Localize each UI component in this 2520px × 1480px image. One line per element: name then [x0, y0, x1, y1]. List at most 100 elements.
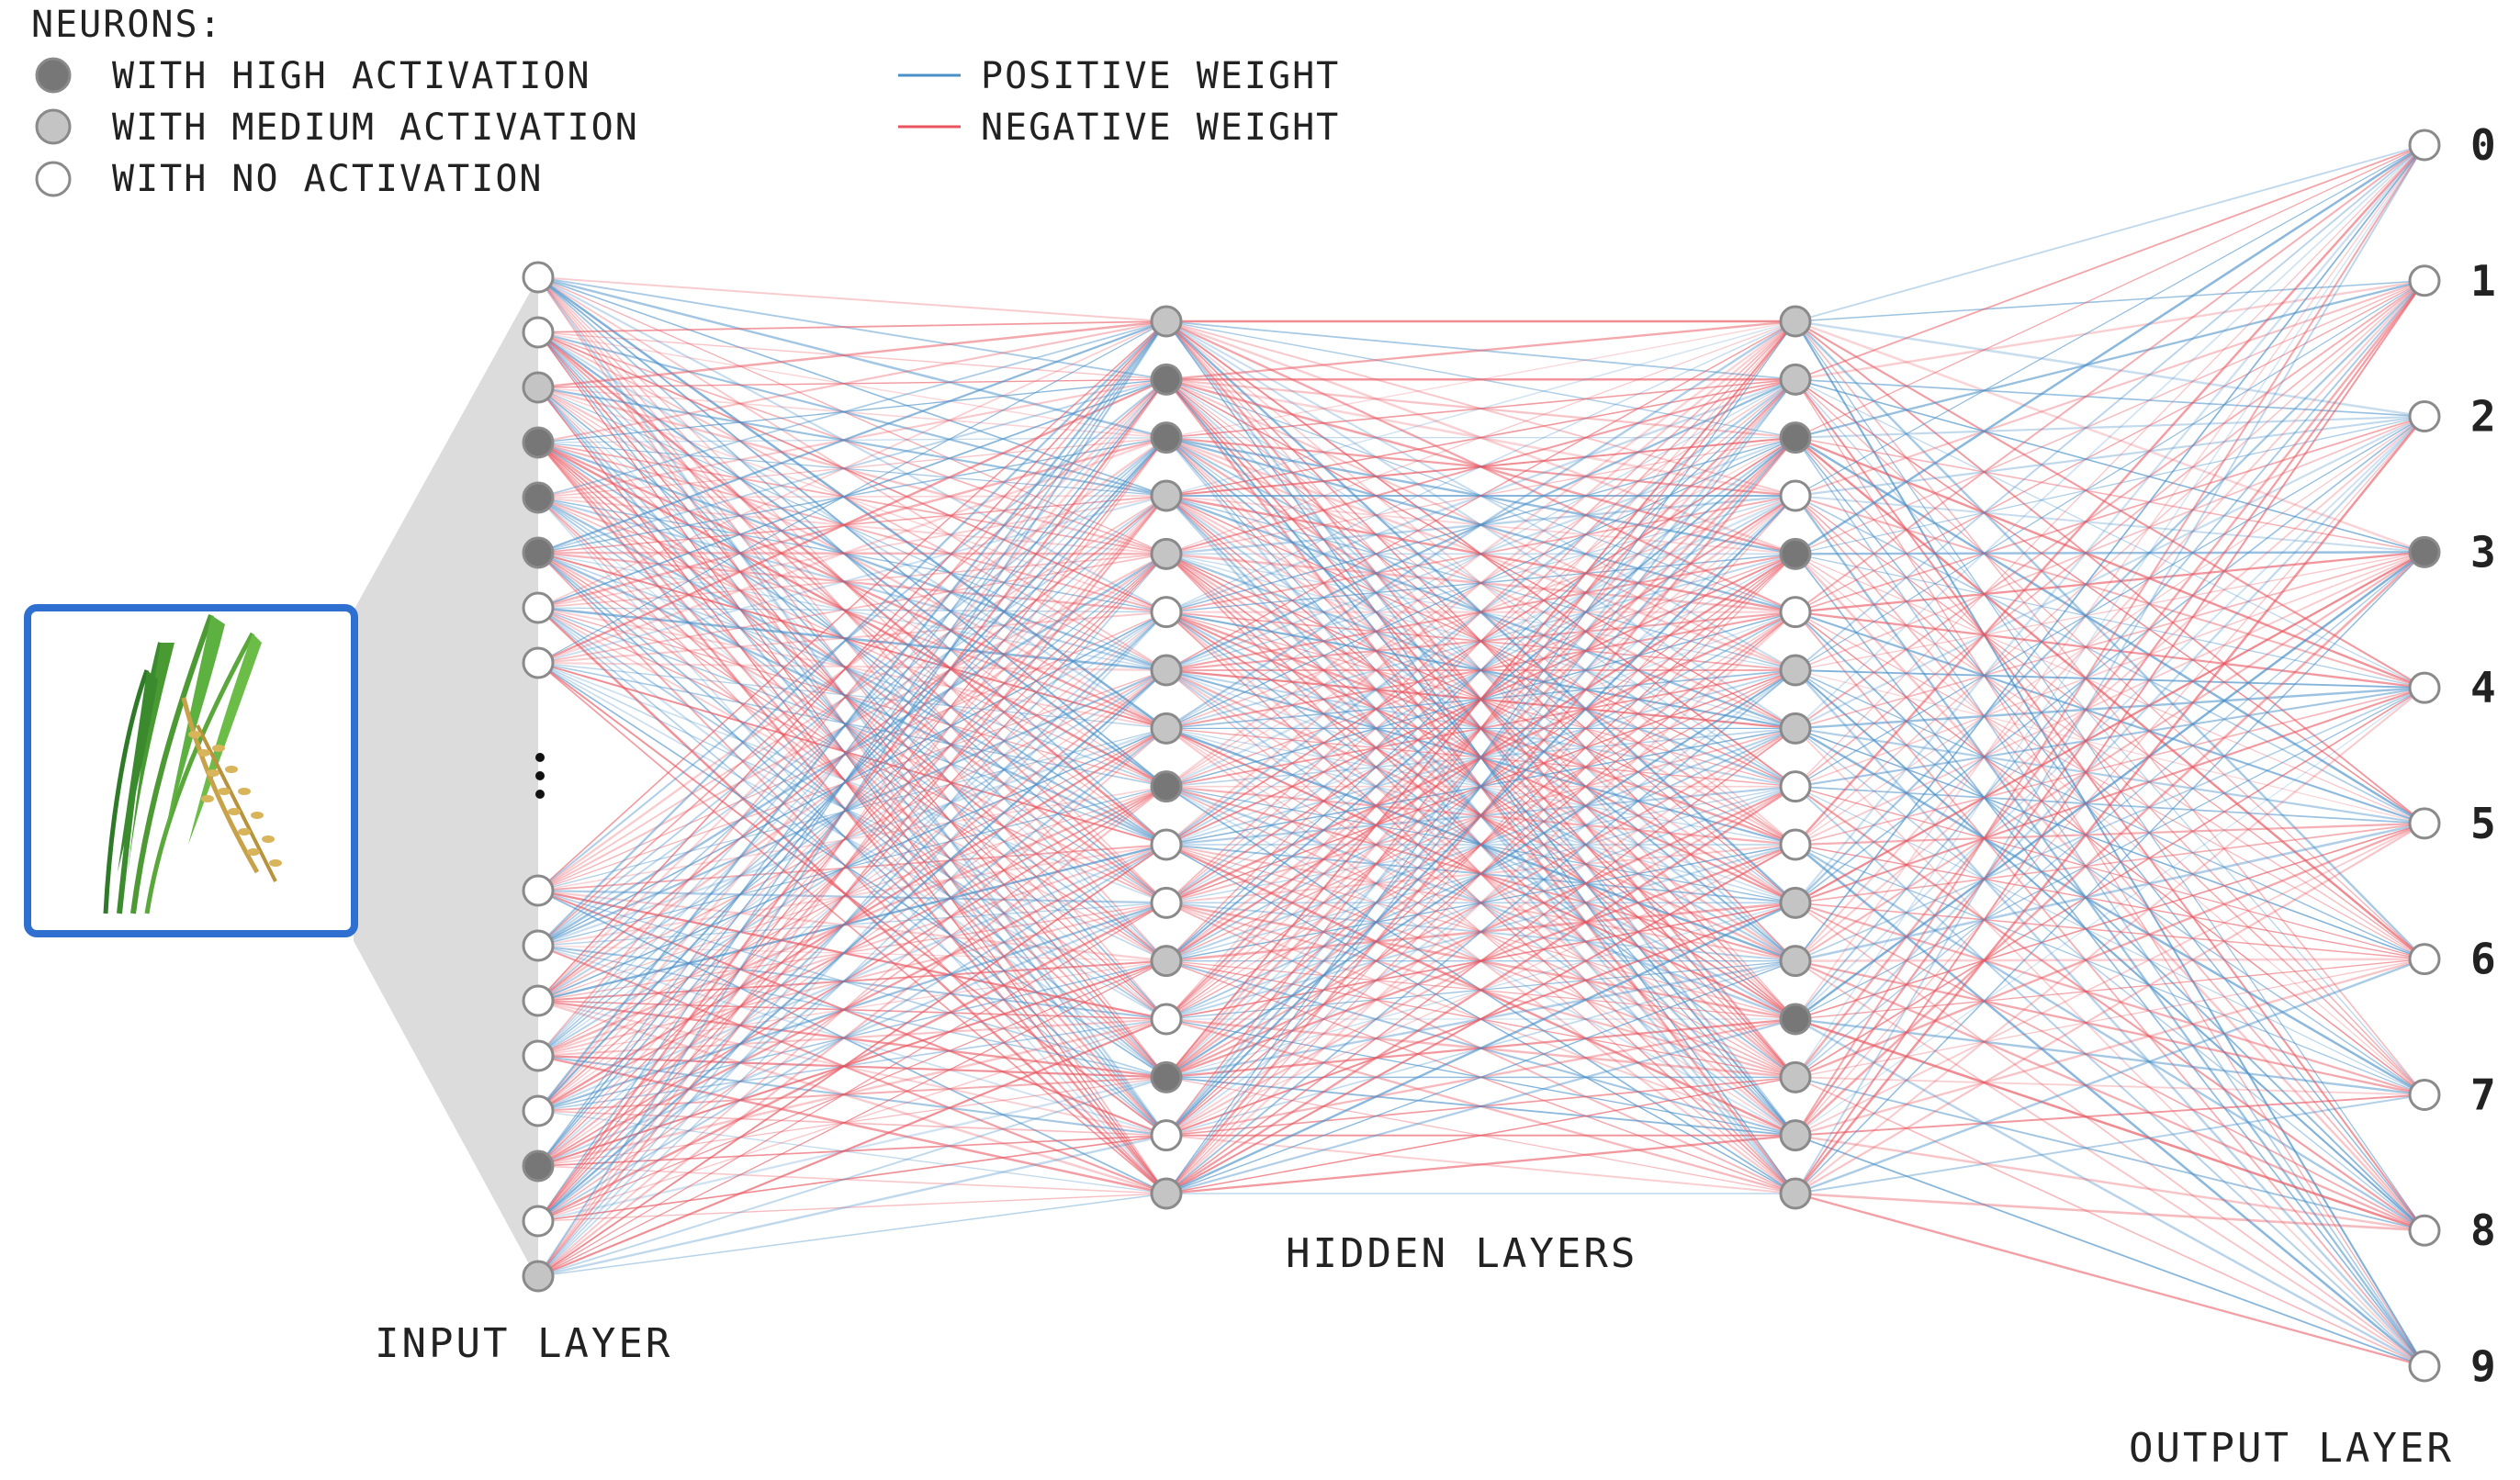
hidden2-output-negative-weight	[1794, 144, 2425, 1137]
hidden1-neuron	[1150, 363, 1183, 396]
input-hidden1-negative-weight	[537, 785, 1167, 1167]
weight-connections	[536, 143, 2425, 1368]
input-hidden1-negative-weight	[537, 1054, 1167, 1079]
input-hidden1-negative-weight	[537, 1076, 1167, 1112]
input-image-frame	[24, 604, 358, 937]
hidden2-output-negative-weight	[1794, 822, 2425, 1194]
hidden2-output-positive-weight	[1794, 415, 2425, 1079]
input-hidden1-positive-weight	[537, 378, 1167, 554]
input-hidden1-positive-weight	[537, 497, 1167, 613]
hidden2-output-negative-weight	[1794, 279, 2425, 730]
hidden2-output-negative-weight	[1794, 958, 2425, 1079]
input-hidden1-negative-weight	[537, 495, 1167, 891]
input-hidden1-negative-weight	[537, 442, 1167, 1079]
input-hidden1-positive-weight	[537, 662, 1167, 904]
input-hidden1-negative-weight	[537, 441, 1167, 788]
input-hidden1-negative-weight	[537, 662, 1167, 1137]
input-hidden1-negative-weight	[537, 960, 1167, 1222]
input-hidden1-negative-weight	[537, 607, 1167, 730]
hidden1-neuron	[1150, 654, 1183, 687]
input-hidden1-negative-weight	[537, 331, 1167, 555]
hidden2-output-positive-weight	[1794, 144, 2425, 729]
hidden2-output-negative-weight	[1794, 553, 2425, 1232]
input-hidden1-positive-weight	[537, 320, 1167, 1277]
hidden1-hidden2-negative-weight	[1165, 320, 1796, 671]
input-hidden1-positive-weight	[537, 945, 1167, 1137]
input-hidden1-negative-weight	[537, 553, 1167, 664]
hidden1-hidden2-negative-weight	[1165, 320, 1796, 1078]
hidden2-output-positive-weight	[1794, 844, 2425, 1096]
hidden2-neuron	[1779, 596, 1812, 629]
input-hidden1-negative-weight	[537, 786, 1167, 1002]
hidden2-output-positive-weight	[1794, 378, 2425, 554]
hidden2-output-positive-weight	[1794, 415, 2425, 439]
input-hidden1-positive-weight	[537, 436, 1167, 1112]
input-hidden1-positive-weight	[537, 668, 1167, 947]
hidden2-output-negative-weight	[1794, 1076, 2425, 1367]
hidden1-hidden2-negative-weight	[1165, 553, 1796, 1194]
input-hidden1-negative-weight	[537, 276, 1167, 962]
input-hidden1-negative-weight	[537, 553, 1167, 1167]
input-hidden1-negative-weight	[537, 436, 1167, 665]
input-hidden1-negative-weight	[537, 1017, 1167, 1058]
input-hidden1-positive-weight	[537, 276, 1167, 497]
hidden1-hidden2-positive-weight	[1165, 378, 1796, 1194]
input-hidden1-positive-weight	[537, 843, 1167, 1003]
hidden1-neuron	[1150, 1060, 1183, 1093]
input-hidden1-negative-weight	[537, 331, 1167, 439]
hidden2-output-negative-weight	[1794, 551, 2425, 788]
hidden2-output-positive-weight	[1794, 958, 2425, 1195]
hidden1-hidden2-positive-weight	[1165, 378, 1796, 672]
hidden2-output-negative-weight	[1794, 320, 2425, 824]
output-neuron-9	[2408, 1350, 2441, 1383]
output-neuron-6	[2408, 943, 2441, 976]
input-hidden1-positive-weight	[537, 669, 1167, 1277]
input-hidden1-positive-weight	[537, 1110, 1167, 1194]
hidden1-neuron	[1150, 945, 1183, 978]
input-hidden1-positive-weight	[537, 607, 1167, 1137]
input-hidden1-negative-weight	[537, 320, 1167, 389]
hidden2-output-positive-weight	[1794, 280, 2425, 1020]
legend-medium-label: WITH MEDIUM ACTIVATION	[112, 107, 639, 149]
hidden2-output-negative-weight	[1794, 902, 2425, 960]
legend-negative-label: NEGATIVE WEIGHT	[981, 107, 1340, 149]
hidden2-output-positive-weight	[1794, 144, 2425, 671]
hidden2-output-negative-weight	[1794, 959, 2425, 1020]
input-hidden1-negative-weight	[537, 902, 1167, 1223]
hidden2-neuron	[1779, 828, 1812, 861]
hidden-layers-label: HIDDEN LAYERS	[1286, 1230, 1637, 1277]
input-hidden1-negative-weight	[537, 1165, 1167, 1194]
input-hidden1-positive-weight	[537, 552, 1167, 1079]
input-hidden1-negative-weight	[537, 661, 1167, 672]
hidden2-output-positive-weight	[1794, 415, 2425, 1020]
hidden1-hidden2-negative-weight	[1165, 553, 1796, 1137]
input-hidden1-positive-weight	[537, 669, 1167, 1057]
hidden2-output-positive-weight	[1794, 727, 2425, 824]
input-hidden1-positive-weight	[537, 331, 1167, 1020]
hidden2-output-negative-weight	[1794, 553, 2425, 824]
output-label-2: 2	[2470, 392, 2496, 442]
input-hidden1-negative-weight	[537, 276, 1167, 903]
output-label-3: 3	[2470, 527, 2496, 577]
input-hidden1-negative-weight	[537, 669, 1167, 1167]
input-hidden1-negative-weight	[537, 843, 1167, 1168]
input-hidden1-positive-weight	[537, 386, 1167, 498]
input-hidden1-positive-weight	[537, 1076, 1167, 1277]
input-neuron	[522, 1094, 555, 1127]
output-neuron-7	[2408, 1078, 2441, 1111]
input-hidden1-positive-weight	[537, 552, 1167, 1137]
hidden2-output-negative-weight	[1794, 144, 2425, 381]
input-hidden1-negative-weight	[537, 1000, 1167, 1020]
hidden2-output-negative-weight	[1794, 1192, 2425, 1232]
hidden1-hidden2-negative-weight	[1165, 785, 1796, 1195]
input-hidden1-positive-weight	[537, 496, 1167, 672]
input-hidden1-positive-weight	[537, 441, 1167, 672]
hidden1-hidden2-positive-weight	[1165, 1017, 1796, 1195]
legend-high-swatch	[35, 57, 72, 94]
hidden2-output-positive-weight	[1794, 436, 2425, 824]
hidden1-hidden2-negative-weight	[1165, 844, 1796, 1194]
hidden2-output-positive-weight	[1794, 669, 2425, 690]
input-neuron	[522, 1039, 555, 1072]
input-hidden1-negative-weight	[537, 843, 1167, 947]
